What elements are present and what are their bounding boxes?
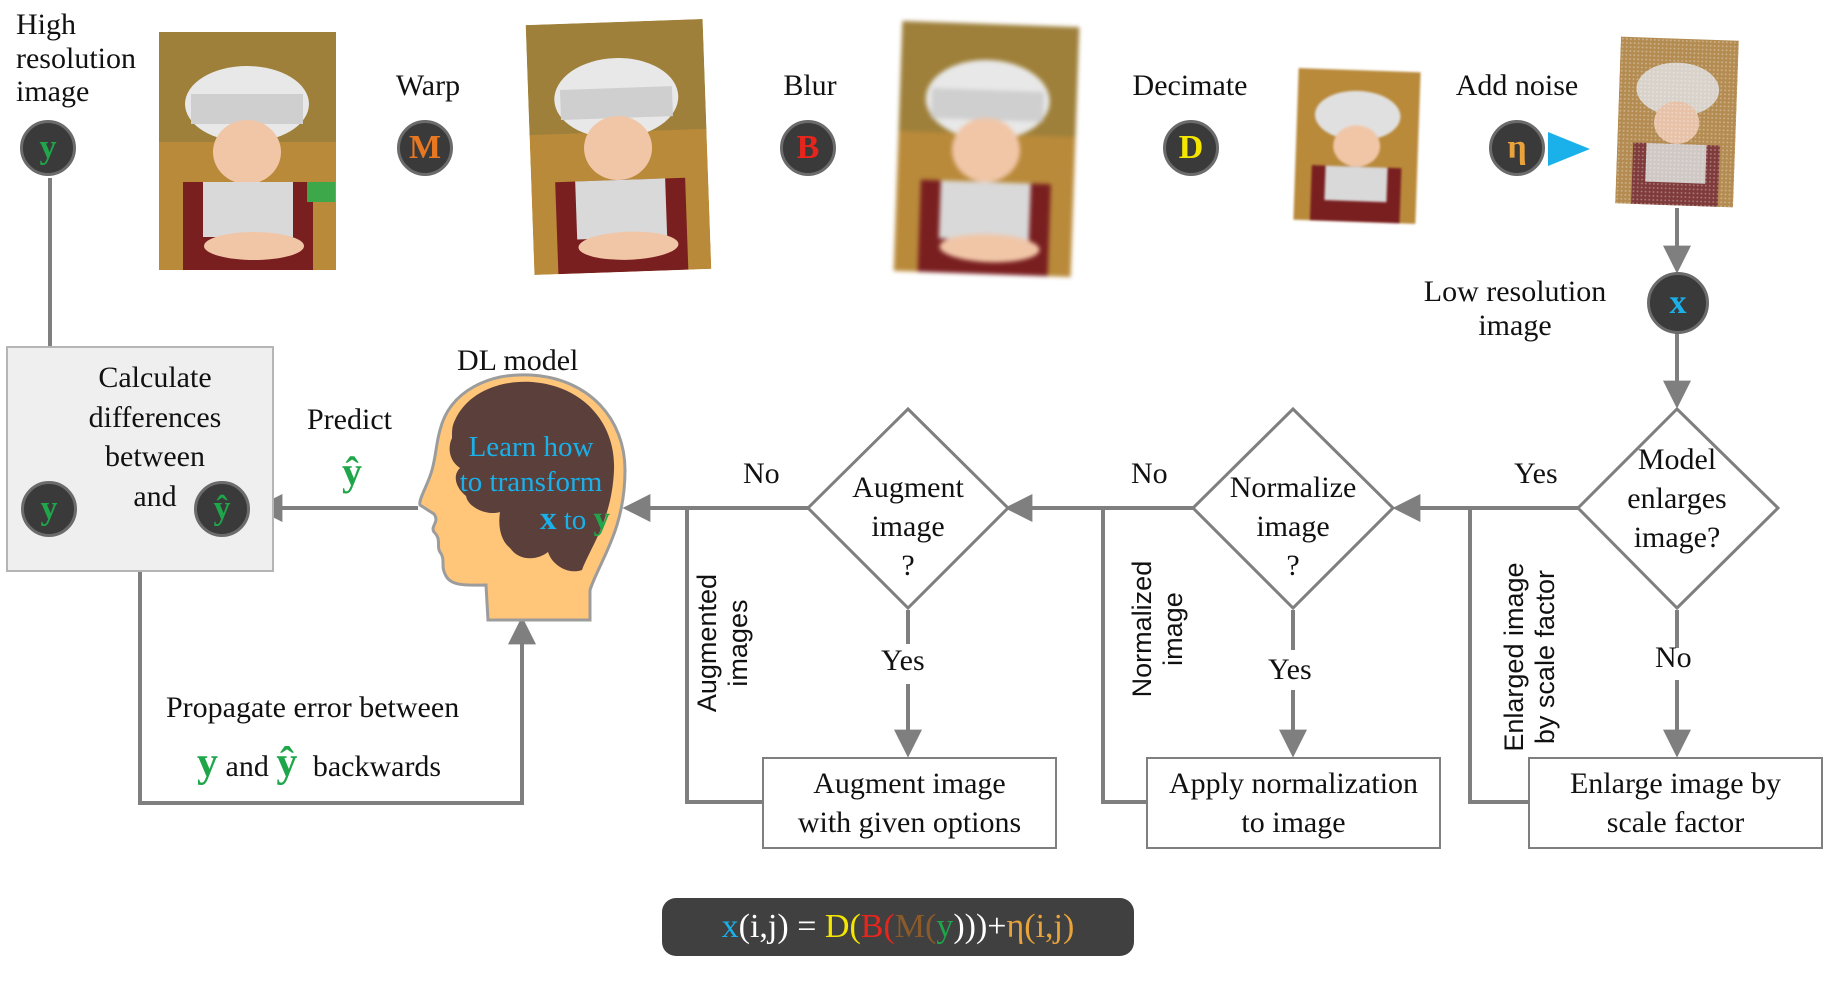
normalize-box: Apply normalization to image (1146, 757, 1441, 849)
normalized-flow-label: Normalized image (1126, 560, 1188, 698)
propagate-line2: y and ŷ backwards (197, 740, 442, 786)
decision-normalize-no: No (1131, 457, 1168, 490)
y-node: y (20, 120, 76, 176)
decision-augment-diamond (805, 406, 1011, 611)
x-node: x (1647, 272, 1709, 334)
predict-label: Predict (307, 403, 392, 436)
compare-text: Calculate differences between and (88, 361, 222, 513)
decision-normalize-text: Normalize image ? (1229, 471, 1357, 582)
add-noise-label: Add noise (1455, 69, 1579, 102)
dl-model-label: DL model (457, 344, 579, 377)
compare-yhat-node: ŷ (194, 481, 250, 537)
blur-label: Blur (783, 69, 837, 102)
compare-y-node: y (21, 481, 77, 537)
enlarged-flow-label: Enlarged image by scale factor (1498, 562, 1560, 752)
decision-augment-no: No (743, 457, 780, 490)
decision-enlarge-yes: Yes (1514, 457, 1558, 490)
input-image-label: High resolution image (16, 8, 136, 109)
low-resolution-label: Low resolution image (1423, 275, 1607, 342)
image-high-resolution (159, 32, 336, 270)
blur-node: B (780, 120, 836, 176)
decision-normalize-yes: Yes (1268, 653, 1312, 686)
decimate-node: D (1163, 120, 1219, 176)
augment-box: Augment image with given options (762, 757, 1057, 849)
decision-enlarge-no: No (1655, 641, 1692, 674)
predict-yhat: ŷ (342, 449, 362, 494)
decision-enlarge-text: Model enlarges image? (1627, 443, 1727, 554)
noise-node: η (1489, 120, 1545, 176)
brain-text: Learn how to transform x to y (459, 431, 610, 537)
pipeline-arrowhead (1548, 132, 1590, 166)
augmented-flow-label: Augmented images (691, 574, 753, 713)
warp-node: M (397, 120, 453, 176)
head-icon (418, 373, 627, 622)
decision-normalize-diamond (1190, 406, 1396, 611)
enlarge-box: Enlarge image by scale factor (1528, 757, 1823, 849)
warp-label: Warp (395, 69, 461, 102)
degradation-formula: x(i,j) = D(B(M(y)))+η(i,j) (662, 898, 1134, 956)
decimate-label: Decimate (1132, 69, 1248, 102)
image-noisy (1615, 36, 1739, 208)
brain-icon (449, 381, 615, 572)
decision-augment-text: Augment image ? (852, 471, 964, 582)
decision-augment-yes: Yes (881, 644, 925, 677)
decision-enlarge-diamond (1575, 406, 1781, 611)
image-blurred (893, 20, 1080, 278)
image-decimated (1293, 68, 1421, 224)
image-warped (525, 18, 712, 276)
propagate-label: Propagate error between (166, 691, 460, 724)
